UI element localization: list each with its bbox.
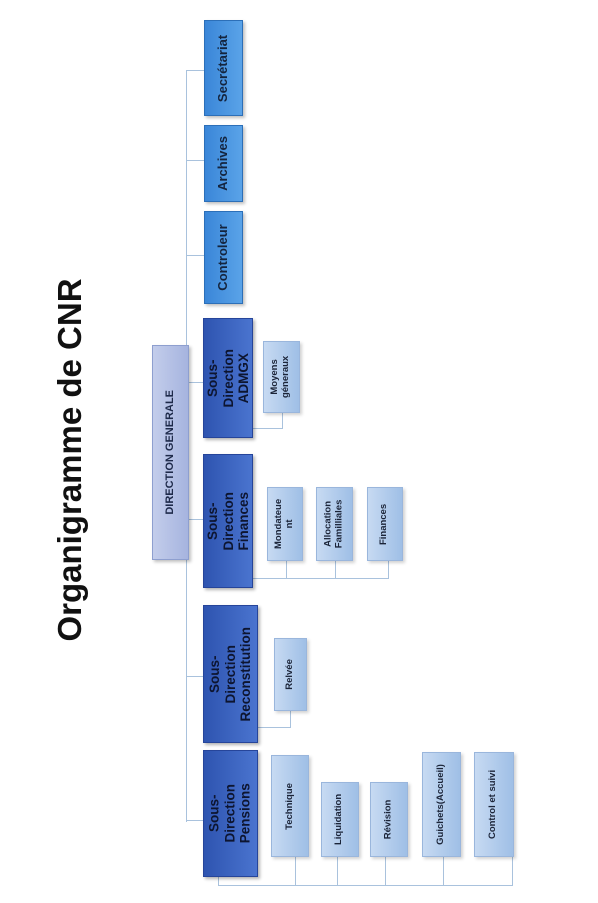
controleur-box: Controleur xyxy=(204,211,243,304)
sous-direction-admgx-box: Sous-Direction ADMGX xyxy=(203,318,253,438)
revision-box: Révision xyxy=(370,782,408,857)
connector-line xyxy=(335,561,336,579)
connector-line xyxy=(286,561,287,579)
connector-line xyxy=(295,857,296,885)
mondateuent-box: Mondateue nt xyxy=(267,487,303,561)
archives-box: Archives xyxy=(204,125,243,202)
direction-generale-label: DIRECTION GENERALE xyxy=(164,390,177,515)
archives-label: Archives xyxy=(215,136,231,191)
connector-line xyxy=(258,727,290,728)
sous-direction-admgx-label: Sous-Direction ADMGX xyxy=(204,348,251,408)
mondateuent-label: Mondateue nt xyxy=(273,498,296,550)
connector-line xyxy=(186,519,203,520)
direction-generale-box: DIRECTION GENERALE xyxy=(152,345,189,560)
allocation-familliales-label: Allocation Familliales xyxy=(322,499,345,549)
connector-line xyxy=(186,70,206,71)
secretariat-box: Secrétariat xyxy=(204,20,243,116)
technique-box: Technique xyxy=(271,755,309,857)
moyens-generaux-box: Moyens géneraux xyxy=(263,341,300,413)
guichets-accueil-box: Guichets(Accueil) xyxy=(422,752,461,857)
connector-line xyxy=(252,428,282,429)
connector-line xyxy=(385,857,386,885)
controleur-label: Controleur xyxy=(215,224,231,291)
sous-direction-pensions-box: Sous-Direction Pensions xyxy=(203,750,258,877)
revision-label: Révision xyxy=(382,799,394,840)
connector-line xyxy=(252,578,388,579)
moyens-generaux-label: Moyens géneraux xyxy=(269,355,292,399)
technique-label: Technique xyxy=(283,782,295,830)
liquidation-box: Liquidation xyxy=(321,782,359,857)
relvee-box: Relvée xyxy=(274,638,307,711)
sous-direction-finances-label: Sous-Direction Finances xyxy=(204,491,251,551)
sous-direction-pensions-label: Sous-Direction Pensions xyxy=(207,783,254,844)
page-title-text: Organigramme de CNR xyxy=(51,278,88,642)
control-et-suivi-label: Control et suivi xyxy=(487,769,499,840)
connector-line xyxy=(388,561,389,579)
sous-direction-finances-box: Sous-Direction Finances xyxy=(203,454,253,588)
guichets-accueil-label: Guichets(Accueil) xyxy=(435,764,447,845)
finances-box: Finances xyxy=(367,487,403,561)
secretariat-label: Secrétariat xyxy=(215,34,231,102)
connector-line xyxy=(186,255,206,256)
liquidation-label: Liquidation xyxy=(333,793,345,846)
connector-line xyxy=(337,857,338,885)
connector-line xyxy=(290,711,291,728)
connector-line xyxy=(443,857,444,885)
connector-line xyxy=(186,676,203,677)
allocation-familliales-box: Allocation Familliales xyxy=(316,487,353,561)
connector-line xyxy=(218,885,512,886)
connector-line xyxy=(186,160,206,161)
relvee-label: Relvée xyxy=(284,659,296,690)
control-et-suivi-box: Control et suivi xyxy=(474,752,514,857)
connector-line xyxy=(186,820,204,821)
connector-line xyxy=(186,70,187,452)
connector-line xyxy=(282,413,283,429)
sous-direction-reconstitution-box: Sous-Direction Reconstitution xyxy=(203,605,258,743)
connector-line xyxy=(512,856,513,886)
sous-direction-reconstitution-label: Sous-Direction Reconstitution xyxy=(207,626,254,722)
connector-line xyxy=(186,382,203,383)
connector-line xyxy=(186,452,187,822)
finances-label: Finances xyxy=(378,503,390,545)
